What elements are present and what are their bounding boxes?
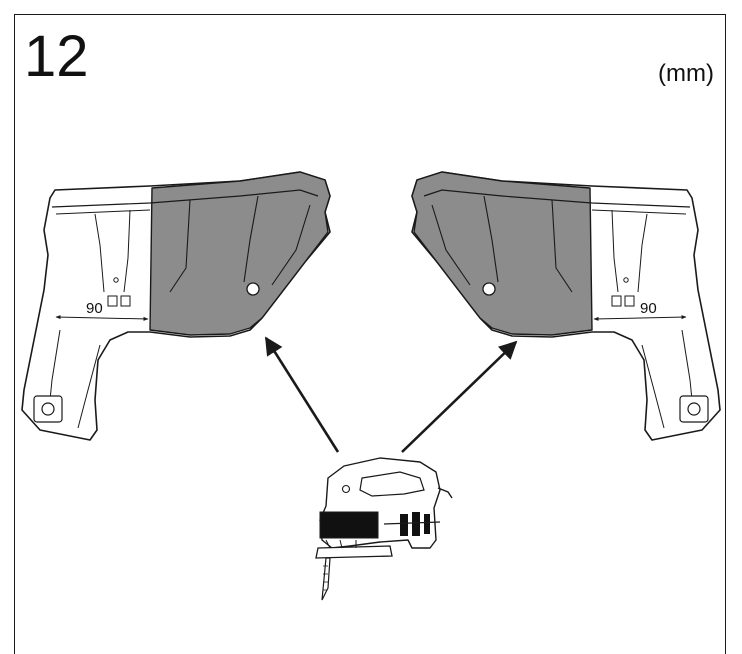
left-dimension-label: 90	[86, 300, 103, 317]
arrow-to-right-half	[401, 340, 518, 453]
left-housing-half: 90	[21, 171, 331, 441]
right-dimension-label: 90	[640, 300, 657, 317]
unit-label: (mm)	[658, 60, 714, 87]
arrow-to-left-half	[264, 336, 340, 453]
step-number: 12	[24, 24, 89, 89]
instruction-frame	[14, 14, 726, 654]
right-housing-half	[411, 171, 721, 441]
jigsaw-tool-illustration	[315, 457, 453, 601]
